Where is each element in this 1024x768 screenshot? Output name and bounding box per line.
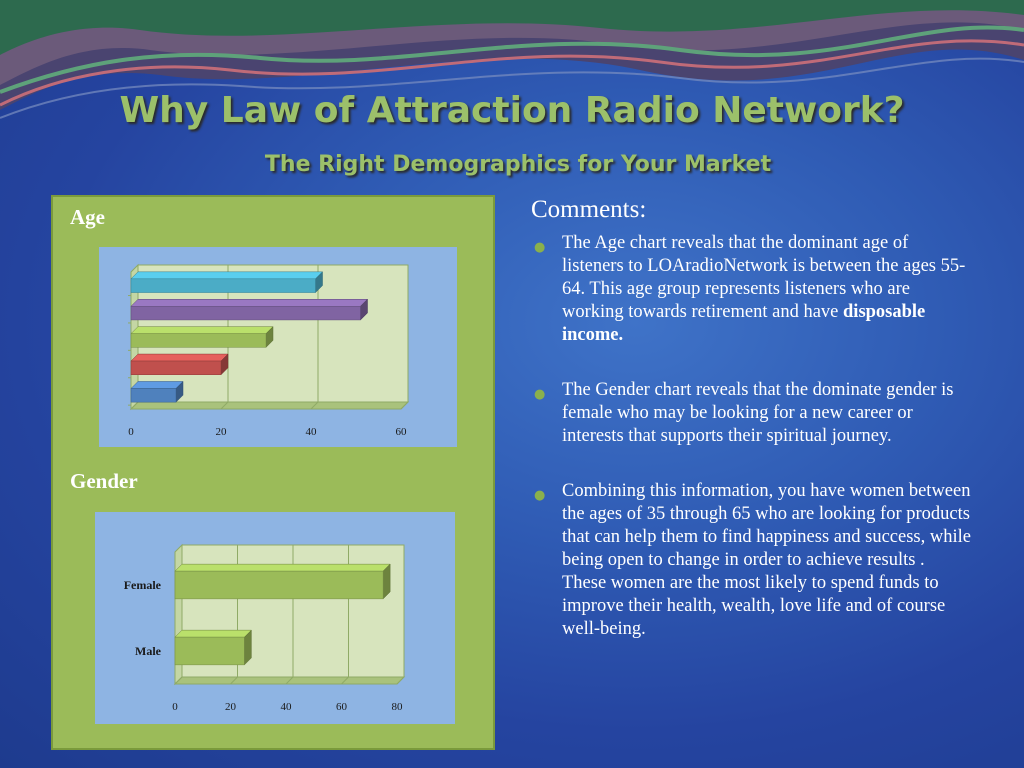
gridline-floor	[130, 401, 139, 410]
bar-top	[130, 353, 229, 362]
gridline-floor	[220, 401, 229, 410]
gridline-floor	[341, 676, 349, 685]
charts-panel: Age 0 20 40 60 Gender 0 20 40 60 80 Male Female	[51, 195, 495, 750]
x-tick-label: 60	[336, 701, 348, 713]
gridline-floor	[174, 676, 183, 685]
x-tick-label: 0	[128, 426, 134, 438]
gender-chart-svg: 0 20 40 60 80 Male Female	[124, 543, 406, 713]
comments-heading: Comments:	[531, 196, 647, 223]
bullet-icon: ●	[534, 387, 546, 402]
bar	[130, 360, 222, 376]
bar	[130, 388, 177, 403]
gridline-floor	[310, 401, 319, 410]
gridline-floor	[285, 676, 294, 685]
x-tick-label: 40	[281, 701, 293, 713]
y-category-label: Male	[135, 644, 162, 658]
bullet-icon: ●	[534, 488, 546, 503]
bullet-icon: ●	[534, 240, 546, 255]
slide-subtitle: The Right Demographics for Your Market	[264, 152, 772, 177]
bar-top	[174, 629, 252, 638]
comment-emphasis: disposable income.	[562, 302, 926, 345]
wave-decoration	[0, 0, 1024, 119]
plot-floor	[129, 401, 410, 410]
gridline-floor	[396, 676, 405, 685]
comment-item: ● The Gender chart reveals that the domin…	[532, 379, 972, 448]
x-tick-label: 40	[306, 426, 318, 438]
bar-top	[130, 326, 274, 334]
gender-chart-label: Gender	[70, 469, 138, 493]
bar	[130, 306, 361, 321]
x-tick-label: 60	[396, 426, 408, 438]
slide-title: Why Law of Attraction Radio Network?	[119, 90, 905, 131]
x-tick-label: 80	[392, 701, 404, 713]
comment-text: Combining this information, you have wom…	[562, 481, 971, 639]
bar	[174, 570, 384, 600]
bar-top	[130, 381, 184, 389]
gridline-floor	[400, 401, 409, 410]
bar	[174, 636, 245, 666]
comments-list: ● The Age chart reveals that the dominant…	[532, 232, 972, 664]
bar-top	[174, 563, 391, 572]
comment-text: The Gender chart reveals that the domina…	[562, 380, 954, 446]
age-chart: 0 20 40 60	[99, 247, 457, 447]
bar	[130, 333, 267, 348]
y-category-label: Female	[124, 578, 162, 592]
bar	[130, 278, 316, 293]
age-chart-svg: 0 20 40 60	[128, 263, 410, 438]
x-tick-label: 20	[216, 426, 228, 438]
bar-top	[130, 299, 369, 307]
comment-item: ● Combining this information, you have wo…	[532, 480, 972, 641]
comment-item: ● The Age chart reveals that the dominant…	[532, 232, 972, 347]
age-chart-label: Age	[70, 205, 105, 229]
gridline-floor	[230, 676, 238, 685]
x-tick-label: 20	[225, 701, 237, 713]
x-tick-label: 0	[172, 701, 178, 713]
comment-text: The Age chart reveals that the dominant …	[562, 233, 966, 322]
bar-top	[130, 271, 324, 280]
gender-chart: 0 20 40 60 80 Male Female	[95, 512, 455, 724]
